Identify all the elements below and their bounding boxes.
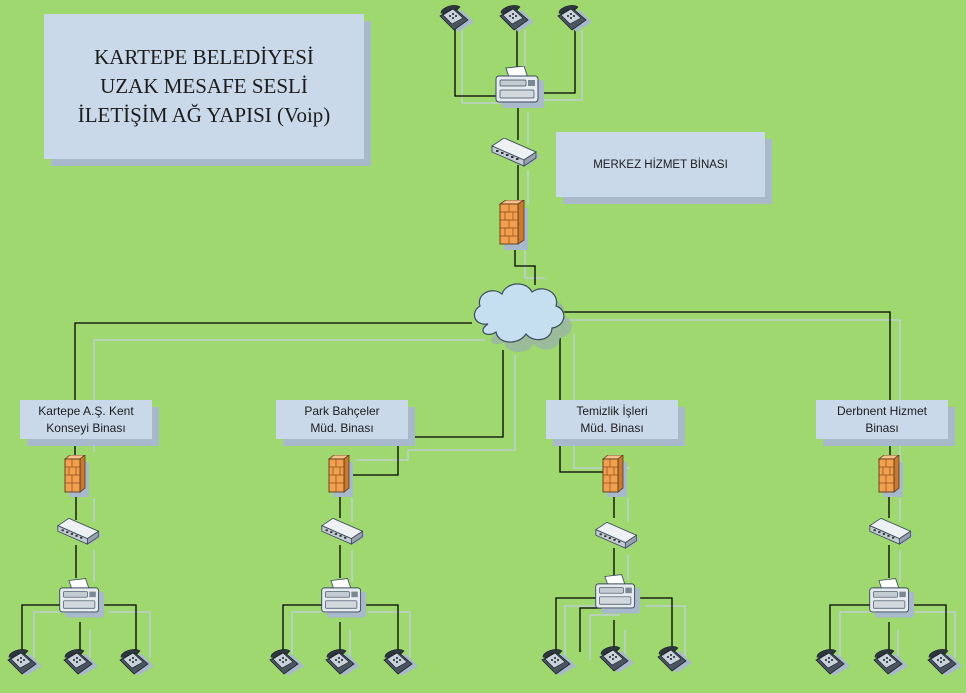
network-switch-icon xyxy=(868,518,915,545)
telephone-icon xyxy=(499,5,534,32)
site-label-box-kent-konseyi: Kartepe A.Ş. Kent Konseyi Binası xyxy=(20,400,152,439)
telephone-icon xyxy=(439,5,474,32)
site-label-box-temizlik-isleri: Temizlik İşleri Müd. Binası xyxy=(546,400,678,439)
site-label-line: Müd. Binası xyxy=(310,420,374,435)
telephone-icon xyxy=(63,649,98,676)
network-switch-icon xyxy=(594,522,641,549)
telephone-icon xyxy=(873,649,908,676)
telephone-icon xyxy=(657,646,692,673)
site-label-box-park-bahceler: Park Bahçeler Müd. Binası xyxy=(276,400,408,439)
site-label-line: Müd. Binası xyxy=(580,420,644,435)
hq-label-box: MERKEZ HİZMET BİNASI xyxy=(556,132,765,197)
fax-pbx-icon xyxy=(595,574,641,614)
telephone-icon xyxy=(599,646,634,673)
telephone-icon xyxy=(325,649,360,676)
site-label: Kartepe A.Ş. Kent Konseyi Binası xyxy=(38,403,133,437)
diagram-title-box: KARTEPE BELEDİYESİ UZAK MESAFE SESLİ İLE… xyxy=(44,14,364,159)
site-label-line: Konseyi Binası xyxy=(46,420,126,435)
site-label-box-derbent-hizmet: Derbnent Hizmet Binası xyxy=(816,400,948,439)
network-switch-icon xyxy=(56,518,103,545)
fax-pbx-icon xyxy=(321,578,367,618)
telephone-icon xyxy=(557,5,592,32)
site-label-line: Derbnent Hizmet xyxy=(836,403,928,418)
network-switch-icon xyxy=(320,518,367,545)
telephone-icon xyxy=(7,649,42,676)
telephone-icon xyxy=(927,649,962,676)
telephone-icon xyxy=(269,649,304,676)
site-label-line: Kartepe A.Ş. Kent xyxy=(38,403,134,418)
site-label-line: Temizlik İşleri xyxy=(576,403,648,418)
fax-pbx-icon xyxy=(495,66,544,108)
fax-pbx-icon xyxy=(59,578,105,618)
firewall-icon xyxy=(327,455,353,497)
site-label-line: Park Bahçeler xyxy=(304,403,380,418)
hq-label: MERKEZ HİZMET BİNASI xyxy=(593,158,728,171)
internet-cloud-icon xyxy=(473,283,572,353)
firewall-icon xyxy=(601,455,627,497)
diagram-title-line: İLETİŞİM AĞ YAPISI (Voip) xyxy=(77,103,331,127)
site-label-line: Binası xyxy=(865,420,899,435)
fax-pbx-icon xyxy=(869,578,915,618)
network-switch-icon xyxy=(491,138,540,167)
site-label: Temizlik İşleri Müd. Binası xyxy=(576,403,647,437)
telephone-icon xyxy=(815,649,850,676)
diagram-title: KARTEPE BELEDİYESİ UZAK MESAFE SESLİ İLE… xyxy=(78,43,331,130)
firewall-icon xyxy=(63,455,89,497)
telephone-icon xyxy=(119,649,154,676)
diagram-title-line: UZAK MESAFE SESLİ xyxy=(100,74,308,98)
telephone-icon xyxy=(383,649,418,676)
firewall-icon xyxy=(498,200,528,250)
site-label: Park Bahçeler Müd. Binası xyxy=(304,403,379,437)
site-label: Derbnent Hizmet Binası xyxy=(837,403,927,437)
telephone-icon xyxy=(541,649,576,676)
firewall-icon xyxy=(877,455,903,497)
diagram-title-line: KARTEPE BELEDİYESİ xyxy=(94,45,314,69)
